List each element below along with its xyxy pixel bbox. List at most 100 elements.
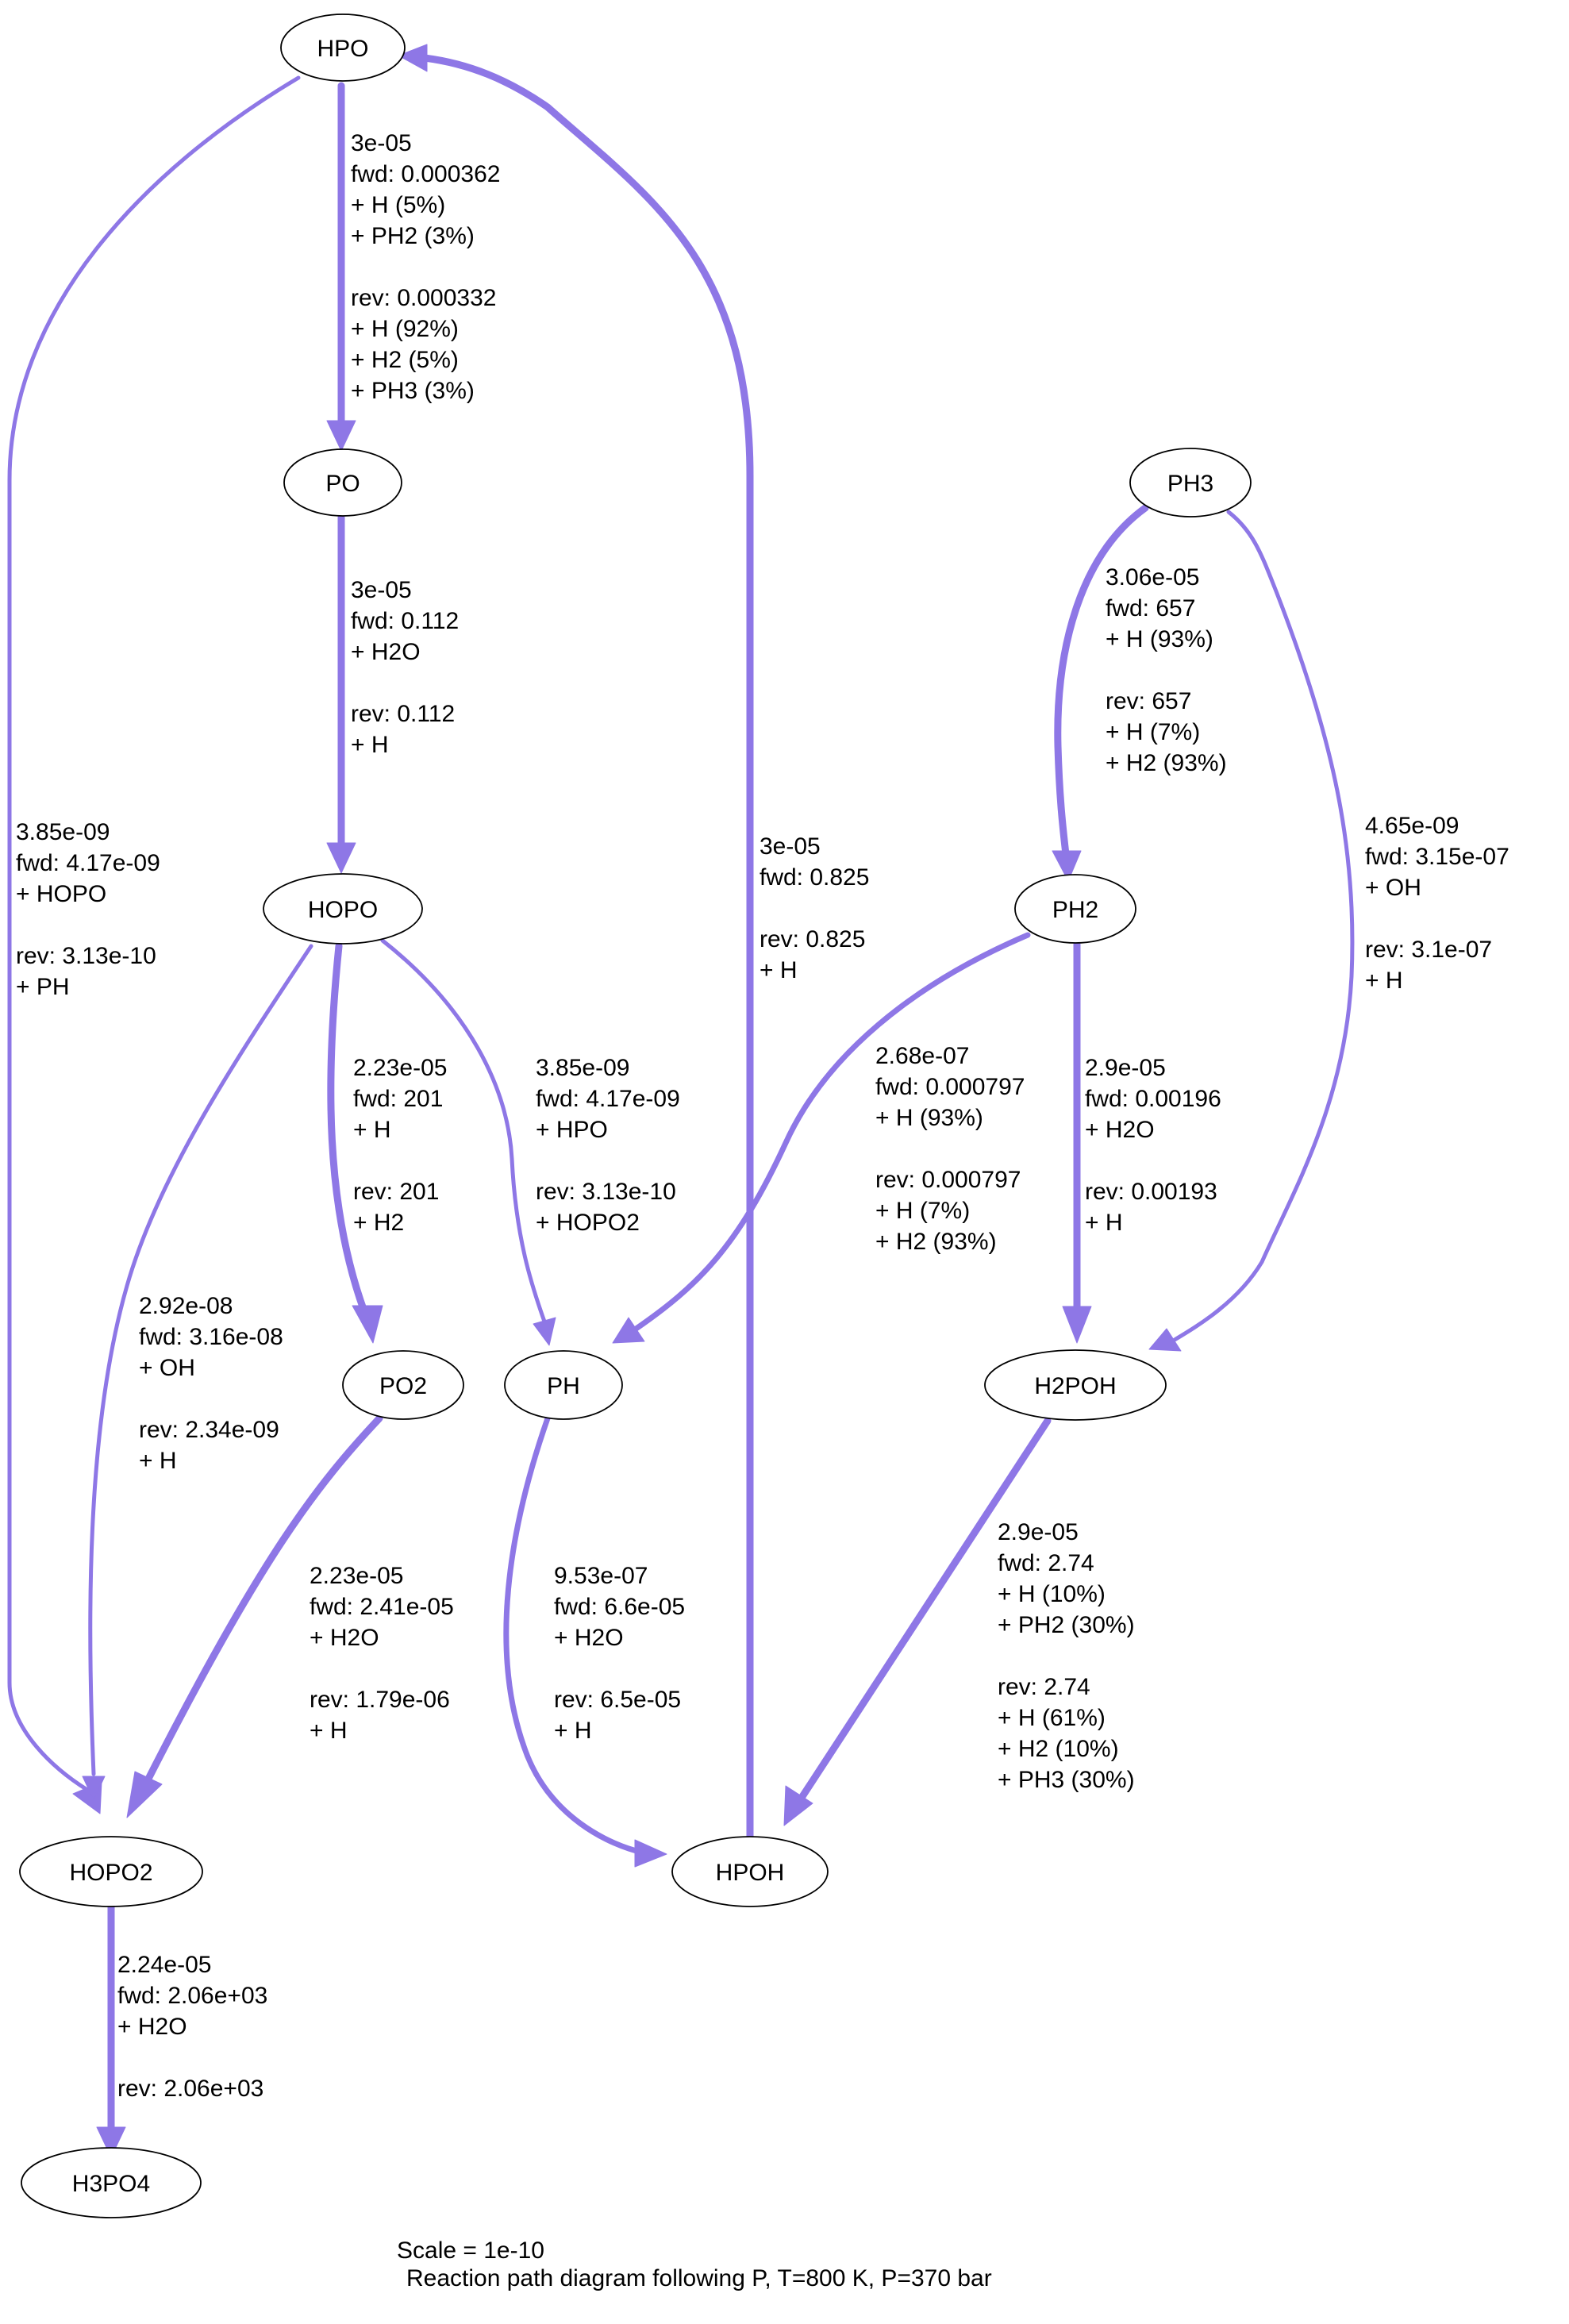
edge-label-line: + H: [760, 957, 798, 983]
node-ph[interactable]: PH: [504, 1350, 623, 1420]
node-ellipse: [342, 1350, 464, 1420]
edge-label-line: rev: 3.1e-07: [1365, 937, 1492, 963]
edge-label-line: 2.9e-05: [998, 1519, 1079, 1545]
edge-label-line: + HOPO: [16, 881, 106, 907]
arrowhead: [126, 1771, 163, 1818]
edge-label-line: + H2 (93%): [1106, 750, 1227, 776]
arrowhead: [1062, 1306, 1092, 1344]
edge-label-line: + OH: [139, 1355, 195, 1381]
edge-label-line: + HOPO2: [536, 1210, 640, 1236]
edge-label-line: 3e-05: [351, 130, 412, 156]
edge-label-line: + H (5%): [351, 192, 445, 218]
edge-label-line: rev: 1.79e-06: [310, 1687, 450, 1713]
edge-ph3-ph2: [1052, 504, 1149, 882]
edge-line: [1172, 510, 1355, 1342]
edge-hopo2-h3po4: [96, 1901, 126, 2158]
edge-label-line: + OH: [1365, 875, 1421, 901]
diagram-scale: Scale = 1e-10: [397, 2237, 544, 2264]
edge-po-hopo: [326, 514, 356, 874]
edge-label-line: + H (92%): [351, 316, 459, 342]
edge-label-line: fwd: 0.000362: [351, 161, 500, 187]
node-hopo2[interactable]: HOPO2: [19, 1836, 203, 1907]
edge-label-line: fwd: 2.41e-05: [310, 1594, 454, 1620]
edge-label-line: + H2O: [351, 639, 421, 665]
node-ellipse: [671, 1836, 829, 1907]
edge-label-line: 2.23e-05: [353, 1055, 447, 1081]
edge-label-line: rev: 3.13e-10: [536, 1179, 676, 1205]
edge-hpoh-hpo: [398, 44, 754, 1849]
edge-label-line: fwd: 201: [353, 1086, 443, 1112]
node-ellipse: [280, 13, 406, 82]
edge-label-line: + H: [310, 1718, 348, 1744]
diagram-caption: Reaction path diagram following P, T=800…: [406, 2265, 992, 2291]
edge-label-line: fwd: 0.00196: [1085, 1086, 1221, 1112]
edge-ph2-ph: [612, 932, 1031, 1344]
edge-label-line: fwd: 2.06e+03: [117, 1983, 267, 2009]
edge-label-line: + H2 (10%): [998, 1736, 1119, 1762]
edge-hpo-po: [326, 82, 356, 452]
edge-label-line: + H2O: [554, 1625, 624, 1651]
edge-hopo-hopo2: [82, 944, 313, 1801]
edge-label-line: + H: [1085, 1210, 1123, 1236]
node-ph3[interactable]: PH3: [1129, 448, 1252, 518]
edge-label-line: + PH: [16, 974, 70, 1000]
edge-label-line: fwd: 3.16e-08: [139, 1324, 283, 1350]
arrowhead: [634, 1839, 667, 1868]
node-label: PH3: [1167, 471, 1213, 497]
edge-label-line: rev: 2.34e-09: [139, 1417, 279, 1443]
node-ellipse: [19, 1836, 203, 1907]
edge-label-line: + H: [554, 1718, 592, 1744]
edge-label-hopo2-h3po4: 2.24e-05 fwd: 2.06e+03 + H2O rev: 2.06e+03: [117, 1952, 267, 2102]
arrowhead: [398, 44, 428, 72]
edge-label-line: 2.9e-05: [1085, 1055, 1166, 1081]
edge-label-line: + H (93%): [875, 1105, 983, 1131]
arrowhead: [96, 2126, 126, 2158]
edge-label-line: 2.92e-08: [139, 1293, 233, 1319]
node-h2poh[interactable]: H2POH: [984, 1349, 1167, 1421]
edge-label-line: + H2 (5%): [351, 347, 459, 373]
edge-label-line: rev: 3.13e-10: [16, 943, 156, 969]
edge-label-line: rev: 2.06e+03: [117, 2076, 263, 2102]
node-ellipse: [21, 2147, 202, 2218]
edge-label-line: + H (10%): [998, 1581, 1106, 1607]
node-label: PH2: [1052, 897, 1098, 923]
edge-label-line: 2.23e-05: [310, 1563, 403, 1589]
edge-label-line: fwd: 0.825: [760, 864, 869, 891]
edge-label-line: + H2O: [1085, 1117, 1155, 1143]
edge-label-line: 2.24e-05: [117, 1952, 211, 1978]
node-hopo[interactable]: HOPO: [263, 873, 423, 945]
edge-label-line: rev: 0.000797: [875, 1167, 1021, 1193]
edge-label-line: 4.65e-09: [1365, 813, 1459, 839]
edge-label-line: + H (61%): [998, 1705, 1106, 1731]
node-hpoh[interactable]: HPOH: [671, 1836, 829, 1907]
arrowhead: [82, 1776, 106, 1801]
node-h3po4[interactable]: H3PO4: [21, 2147, 202, 2218]
edge-line: [7, 75, 301, 1792]
edge-label-line: + PH2 (30%): [998, 1612, 1135, 1638]
edge-label-line: rev: 201: [353, 1179, 439, 1205]
node-ph2[interactable]: PH2: [1014, 874, 1136, 944]
edge-line: [143, 1414, 383, 1786]
edge-label-line: fwd: 2.74: [998, 1550, 1094, 1576]
edge-label-line: + H2 (93%): [875, 1229, 997, 1255]
node-hpo[interactable]: HPO: [280, 13, 406, 82]
edge-label-line: fwd: 657: [1106, 595, 1195, 621]
edge-line: [380, 938, 547, 1324]
node-ellipse: [504, 1350, 623, 1420]
edge-label-line: + H2O: [117, 2014, 187, 2040]
edge-label-line: + H (93%): [1106, 626, 1213, 652]
edge-ph3-h2poh: [1148, 510, 1355, 1352]
edge-label-line: fwd: 0.000797: [875, 1074, 1025, 1100]
node-po2[interactable]: PO2: [342, 1350, 464, 1420]
node-label: H2POH: [1034, 1373, 1116, 1399]
node-po[interactable]: PO: [283, 448, 402, 517]
